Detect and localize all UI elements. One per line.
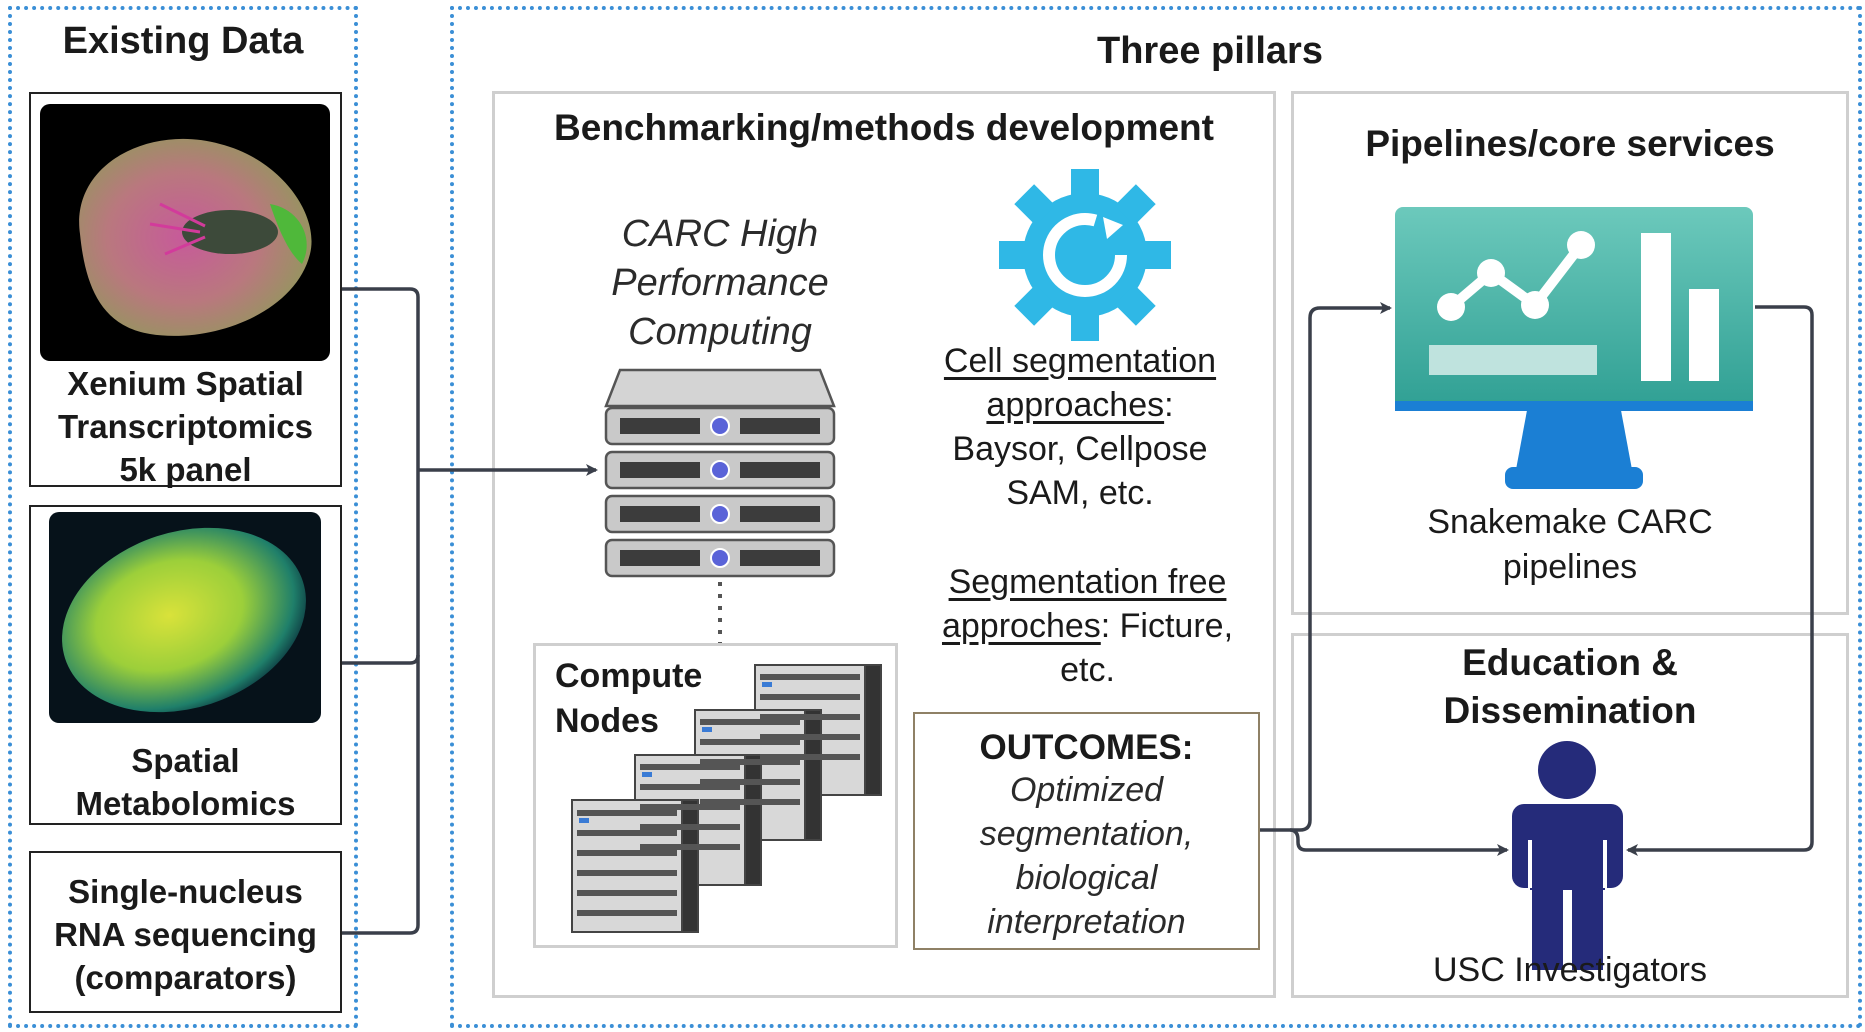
existing-data-panel: [8, 6, 358, 1028]
xenium-label-line-1: Xenium Spatial: [67, 365, 304, 402]
education-title-line-1: Education &: [1462, 642, 1678, 683]
xenium-label-line-3: 5k panel: [119, 451, 252, 488]
server-stack-icon: [604, 368, 836, 578]
existing-data-title: Existing Data: [62, 20, 304, 62]
cell-segmentation-methods: Baysor, Cellpose: [952, 430, 1208, 468]
metabolomics-label-line-2: Metabolomics: [75, 785, 296, 822]
seg-free-ficture: : Ficture,: [1100, 607, 1234, 645]
three-pillars-title: Three pillars: [1097, 30, 1323, 72]
analytics-monitor-icon: [1395, 207, 1753, 489]
compute-nodes-icon: [571, 664, 882, 933]
metabolomics-image: [49, 512, 321, 723]
hpc-label-line-3: Computing: [628, 311, 812, 353]
seg-free-etc: etc.: [1060, 651, 1115, 689]
kidney-tissue-image: [40, 104, 330, 361]
seg-free-heading: Segmentation free: [915, 560, 1260, 604]
education-caption: USC Investigators: [1433, 951, 1707, 989]
snrna-label-line-2: RNA sequencing: [54, 916, 317, 953]
seg-free-heading-2: approches: Ficture,: [915, 604, 1260, 648]
outcomes-box: [913, 712, 1260, 950]
three-pillars-panel: [450, 6, 1862, 1028]
pipelines-caption-line-1: Snakemake CARC: [1427, 503, 1713, 541]
hpc-label-line-1: CARC High: [621, 213, 819, 255]
xenium-label-line-2: Transcriptomics: [58, 408, 313, 445]
compute-nodes-label-line-2: Nodes: [555, 702, 659, 740]
pipelines-caption-line-2: pipelines: [1502, 548, 1638, 586]
seg-free-heading-text: Segmentation free: [948, 563, 1227, 601]
gear-refresh-icon: [999, 169, 1171, 341]
cell-segmentation-heading-2: approaches:: [915, 383, 1245, 427]
outcomes-title: OUTCOMES:: [979, 728, 1194, 767]
cell-segmentation-heading: Cell segmentation: [915, 339, 1245, 383]
outcomes-line-2: segmentation,: [979, 815, 1194, 853]
person-icon: [1512, 741, 1623, 970]
seg-free-approaches: approches: [941, 607, 1101, 645]
cell-segmentation-methods-2: SAM, etc.: [1006, 474, 1154, 512]
snrna-label-line-3: (comparators): [74, 959, 297, 996]
snrna-box: [29, 851, 342, 1013]
hpc-label-line-2: Performance: [611, 262, 829, 304]
cell-segmentation-approaches: approaches: [986, 386, 1165, 424]
cell-segmentation-heading-text: Cell segmentation: [943, 342, 1217, 380]
benchmarking-title: Benchmarking/methods development: [554, 107, 1214, 148]
cell-segmentation-colon: :: [1164, 386, 1174, 424]
pipelines-title: Pipelines/core services: [1365, 123, 1775, 164]
outcomes-line-4: interpretation: [987, 903, 1186, 941]
education-title-line-2: Dissemination: [1443, 690, 1697, 731]
outcomes-line-3: biological: [1015, 859, 1158, 897]
metabolomics-label-line-1: Spatial: [131, 742, 240, 779]
snrna-label-line-1: Single-nucleus: [68, 873, 303, 910]
outcomes-line-1: Optimized: [1009, 771, 1164, 809]
compute-nodes-label-line-1: Compute: [555, 657, 703, 695]
